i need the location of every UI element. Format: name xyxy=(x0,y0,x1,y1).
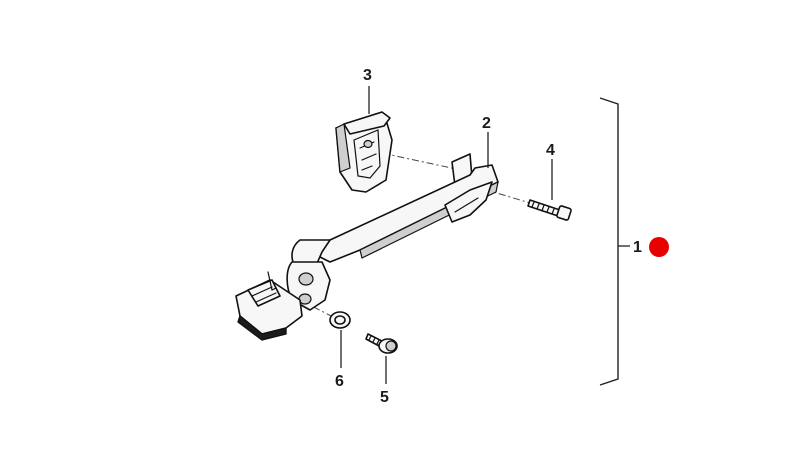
callout-3: 3 xyxy=(363,67,372,84)
callout-2: 2 xyxy=(482,115,491,132)
washer[interactable] xyxy=(329,311,351,329)
bolt-long[interactable] xyxy=(527,199,572,221)
callout-5: 5 xyxy=(380,389,389,406)
bolt-short[interactable] xyxy=(365,333,398,354)
pedal-lever[interactable] xyxy=(235,153,499,341)
highlight-marker-dot[interactable] xyxy=(649,237,669,257)
callout-6: 6 xyxy=(335,373,344,390)
callout-1: 1 xyxy=(633,239,642,256)
assembly-bracket xyxy=(599,97,619,386)
pedal-pad[interactable] xyxy=(335,111,393,193)
callout-4: 4 xyxy=(546,142,555,159)
